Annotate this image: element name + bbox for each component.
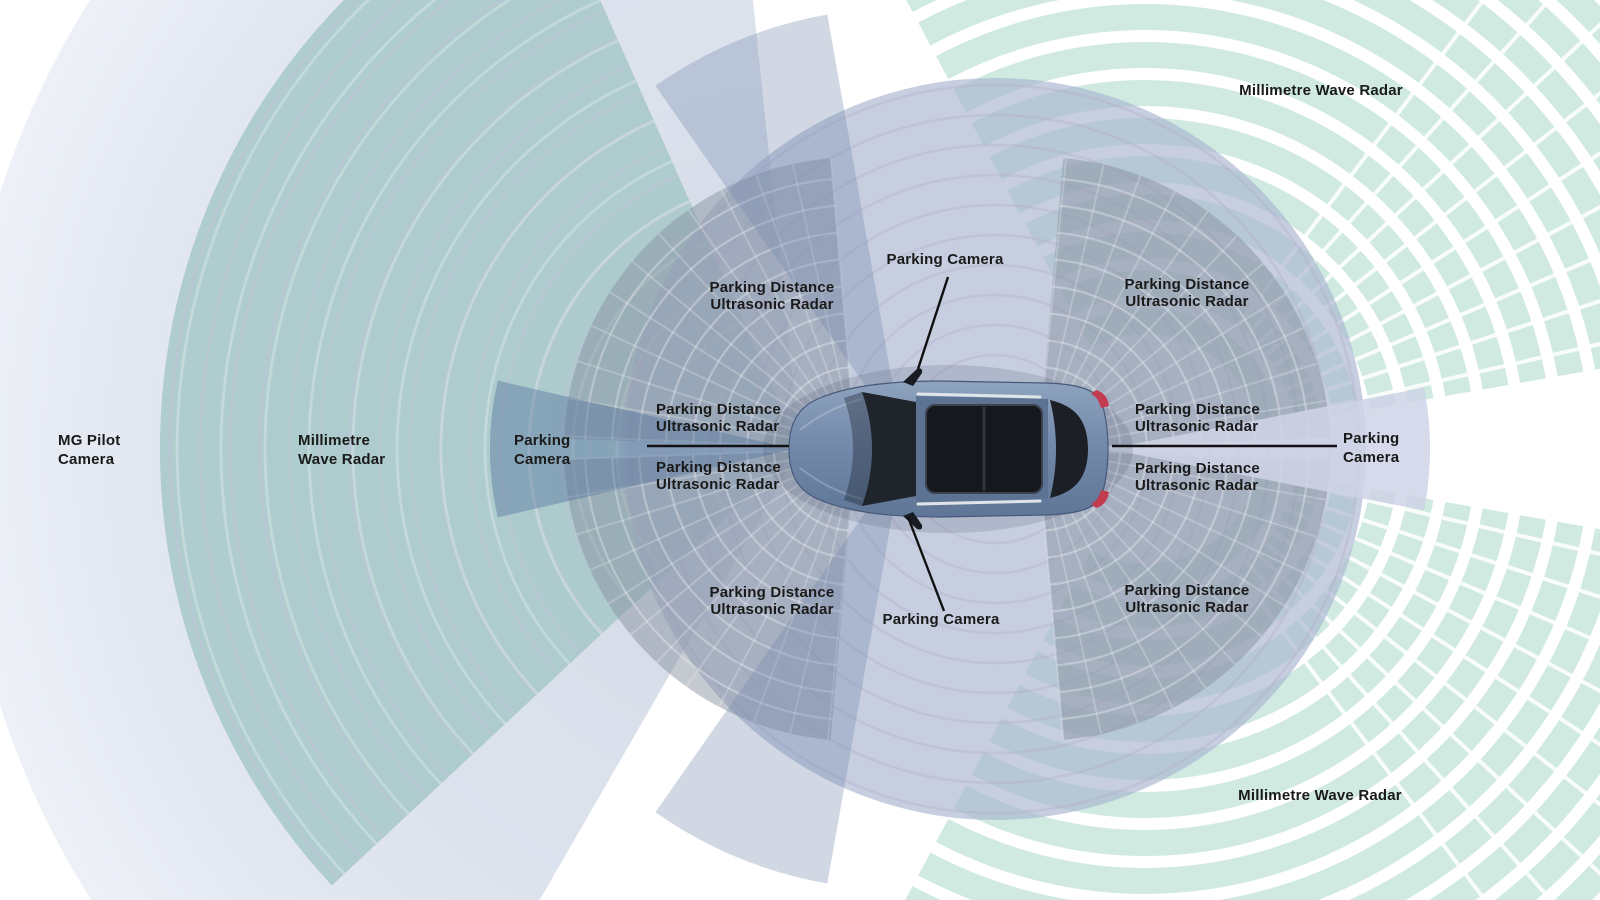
label-mmw-top-right: Millimetre Wave Radar bbox=[1239, 82, 1403, 99]
ultrasonic-rear-down-radials bbox=[1040, 449, 1330, 740]
ultrasonic-front-up-fan bbox=[564, 158, 856, 449]
label-mmw-bottom-right: Millimetre Wave Radar bbox=[1238, 787, 1402, 804]
taillight-top bbox=[1091, 390, 1109, 408]
parking-camera-bottom-leader bbox=[906, 516, 946, 612]
label-parking-camera-bottom: Parking Camera bbox=[882, 611, 999, 628]
windshield-hood-shade bbox=[844, 392, 872, 506]
label-parking-camera-top: Parking Camera bbox=[886, 251, 1003, 268]
windshield bbox=[862, 392, 922, 506]
ultrasonic-front-down-arcs bbox=[584, 450, 852, 721]
ultrasonic-front-up-arcs bbox=[584, 177, 852, 448]
ultrasonic-front-down-radials bbox=[564, 449, 854, 740]
side-camera-up-wedge bbox=[655, 14, 902, 438]
ultrasonic-front-up-radials bbox=[564, 158, 854, 449]
side-mirror-bottom bbox=[903, 512, 923, 530]
ultrasonic-rear-up-fan bbox=[1038, 158, 1330, 449]
roof-rail-top bbox=[916, 392, 1042, 399]
mmw-left-fan bbox=[159, 0, 800, 886]
side-mirror-top bbox=[903, 368, 923, 386]
ultrasonic-rear-down-fan bbox=[1038, 449, 1330, 740]
rear-camera-band bbox=[1108, 387, 1431, 511]
rear-window bbox=[1050, 400, 1088, 498]
car-top-view bbox=[788, 368, 1109, 530]
hood-crease-bottom bbox=[799, 467, 863, 500]
ultrasonic-front-down-fan bbox=[564, 449, 856, 740]
front-camera-wedge bbox=[490, 380, 794, 518]
hood-crease-top bbox=[799, 398, 863, 431]
ultrasonic-rear-up-arcs bbox=[1042, 177, 1310, 448]
side-camera-down-wedge bbox=[655, 460, 902, 884]
parking-camera-top-leader bbox=[916, 276, 950, 370]
roof-rail-bottom bbox=[916, 499, 1042, 506]
taillight-bottom bbox=[1091, 490, 1109, 508]
